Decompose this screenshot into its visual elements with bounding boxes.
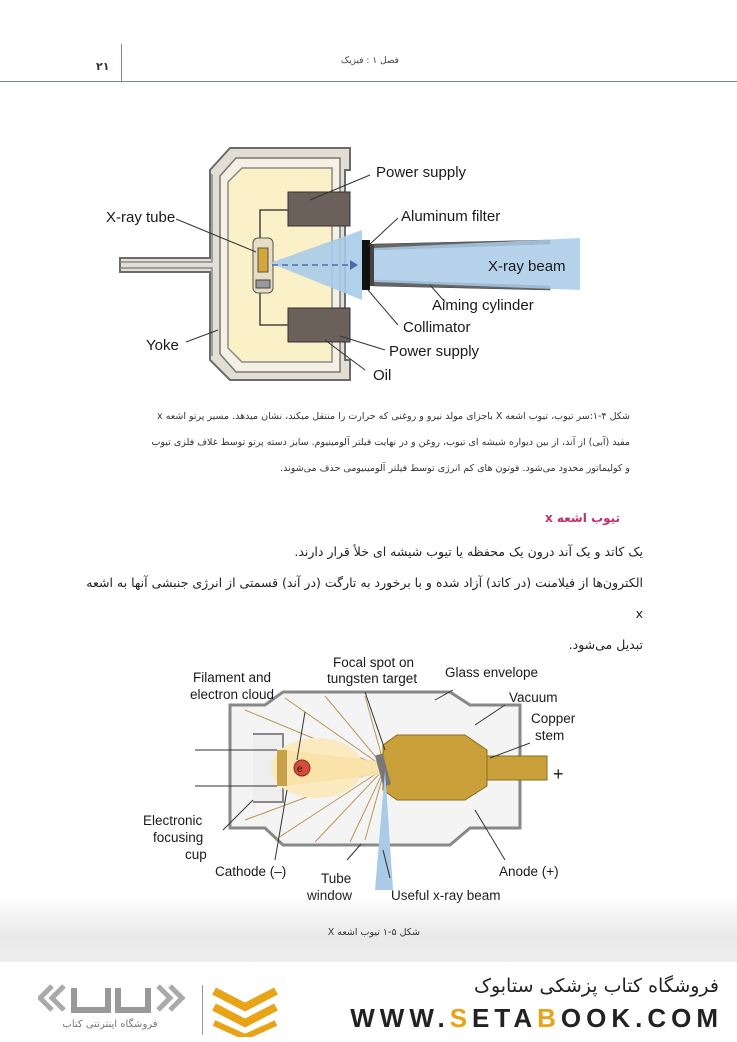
url-part-highlight: S: [449, 1003, 473, 1033]
label-focusing-1: Electronic: [143, 813, 203, 828]
caption-line: و کولیماتور محدود می‌شود. فوتون های کم ا…: [280, 463, 630, 474]
label-xray-beam: X-ray beam: [488, 258, 566, 275]
collimator-shape: [362, 240, 370, 290]
label-glass-envelope: Glass envelope: [445, 665, 538, 680]
paragraph-line: تبدیل می‌شود.: [568, 637, 643, 652]
label-focal-2: tungsten target: [327, 671, 417, 686]
label-focusing-2: focusing: [153, 830, 203, 845]
label-copper-2: stem: [535, 728, 564, 743]
store-url[interactable]: WWW.SETABOOK.COM: [350, 1003, 723, 1034]
label-vacuum: Vacuum: [509, 690, 558, 705]
caption-line: شکل ۴-۱:سر تیوب، تیوب اشعه X باجزای مولد…: [157, 411, 630, 422]
label-cathode: Cathode (–): [215, 864, 286, 879]
url-part-highlight: B: [537, 1003, 561, 1033]
power-supply-top-shape: [287, 191, 351, 227]
logo-divider: [202, 985, 203, 1035]
section-paragraph: یک کاتد و یک آند درون یک محفظه یا تیوب ش…: [80, 536, 643, 660]
paragraph-line: یک کاتد و یک آند درون یک محفظه یا تیوب ش…: [294, 544, 643, 559]
label-power-supply-bottom: Power supply: [389, 343, 480, 360]
label-filament-1: Filament and: [193, 670, 271, 685]
copper-stem-shape: [486, 755, 548, 781]
header-vertical-divider: [121, 44, 122, 82]
url-part: WWW.: [350, 1003, 450, 1033]
label-aluminum-filter: Aluminum filter: [401, 208, 500, 225]
header-divider: [0, 81, 737, 82]
url-part: ETA: [472, 1003, 538, 1033]
label-focal-1: Focal spot on: [333, 655, 414, 670]
page-number: ۲۱: [96, 60, 110, 73]
figure-tube-head: Power supply Aluminum filter X-ray tube …: [106, 147, 580, 384]
label-anode: Anode (+): [499, 864, 559, 879]
caption-line: مفید (آبی) از آند، از بین دیواره شیشه ای…: [151, 437, 630, 448]
url-part: OOK.COM: [560, 1003, 723, 1033]
electron-label: e: [297, 764, 303, 775]
label-focusing-3: cup: [185, 847, 207, 862]
label-tube-1: Tube: [321, 871, 351, 886]
label-copper-1: Copper: [531, 711, 576, 726]
paragraph-line: الکترون‌ها از فیلامنت (در کاتد) آزاد شده…: [86, 575, 643, 621]
label-aiming-cylinder: Aiming cylinder: [432, 297, 534, 314]
label-filament-2: electron cloud: [190, 687, 274, 702]
figure2-caption: شکل ۵-۱ تیوب اشعه X: [327, 927, 420, 938]
xray-beam-shape: [374, 238, 580, 290]
book-chevron-icon: [212, 987, 278, 1037]
figure1-caption: شکل ۴-۱:سر تیوب، تیوب اشعه X باجزای مولد…: [100, 404, 630, 482]
label-xray-tube: X-ray tube: [106, 209, 175, 226]
store-title: فروشگاه کتاب پزشکی ستابوک: [473, 975, 719, 997]
figure-xray-tube: e Filament and electron cloud Focal spot…: [143, 655, 576, 903]
tungsten-target-shape: [374, 753, 392, 787]
electron-icon: [293, 759, 311, 777]
logo-subtitle: فروشگاه اینترنتی کتاب: [62, 1019, 158, 1030]
setabook-logo-icon: [38, 984, 186, 1013]
chapter-title: فصل ۱ : فیزیک: [341, 56, 399, 66]
label-power-supply-top: Power supply: [376, 164, 467, 181]
label-plus: +: [553, 764, 564, 784]
section-title: تیوب اشعه x: [544, 511, 620, 525]
label-yoke: Yoke: [146, 337, 179, 354]
anode-shape: [382, 734, 488, 801]
label-oil: Oil: [373, 367, 391, 384]
power-supply-bottom-shape: [287, 307, 351, 343]
footer-gradient: [0, 895, 737, 965]
useful-beam-shape: [375, 770, 393, 890]
label-collimator: Collimator: [403, 319, 471, 336]
store-footer: [0, 962, 737, 1042]
